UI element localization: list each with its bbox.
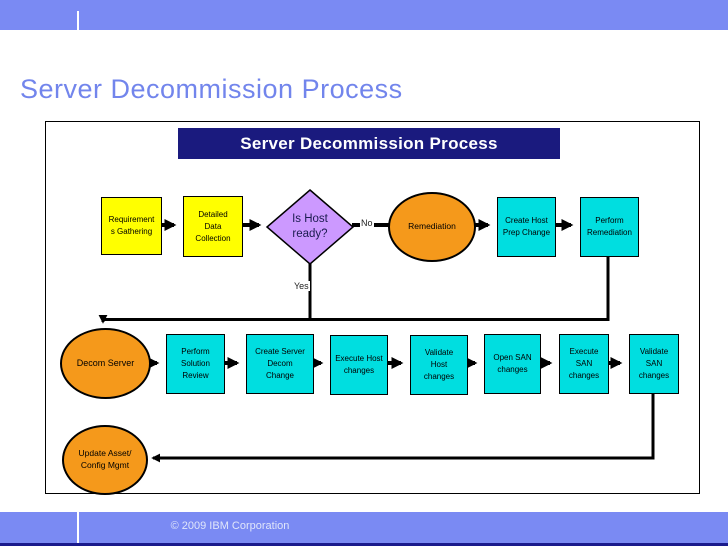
node-decom-server: Decom Server bbox=[60, 328, 151, 399]
top-bar-tick bbox=[77, 11, 79, 30]
node-requirements-gathering: Requirement s Gathering bbox=[101, 197, 162, 255]
node-perform-remediation: Perform Remediation bbox=[580, 197, 639, 257]
node-execute-host-changes: Execute Host changes bbox=[330, 335, 388, 395]
node-detailed-data-collection: Detailed Data Collection bbox=[183, 196, 243, 257]
node-create-host-prep-change: Create Host Prep Change bbox=[497, 197, 556, 257]
node-is-host-ready: Is Host ready? bbox=[292, 213, 328, 240]
top-bar bbox=[0, 0, 728, 30]
page-title: Server Decommission Process bbox=[20, 74, 403, 104]
diagram-title-banner: Server Decommission Process bbox=[178, 128, 560, 159]
node-perform-solution-review: Perform Solution Review bbox=[166, 334, 225, 394]
edge-label-no: No bbox=[360, 218, 374, 228]
node-create-server-decom-change: Create Server Decom Change bbox=[246, 334, 314, 394]
node-remediation: Remediation bbox=[388, 192, 476, 262]
footer-bar-tick bbox=[77, 512, 79, 543]
copyright-text: © 2009 IBM Corporation bbox=[170, 520, 290, 532]
node-validate-san-changes: Validate SAN changes bbox=[629, 334, 679, 394]
node-open-san-changes: Open SAN changes bbox=[484, 334, 541, 394]
node-execute-san-changes: Execute SAN changes bbox=[559, 334, 609, 394]
flowchart-panel bbox=[45, 121, 700, 494]
footer-bar: © 2009 IBM Corporation bbox=[0, 512, 728, 543]
edge-label-yes: Yes bbox=[293, 281, 310, 291]
node-update-asset-config-mgmt: Update Asset/ Config Mgmt bbox=[62, 425, 148, 495]
bottom-edge-strip bbox=[0, 543, 728, 546]
node-validate-host-changes: Validate Host changes bbox=[410, 335, 468, 395]
